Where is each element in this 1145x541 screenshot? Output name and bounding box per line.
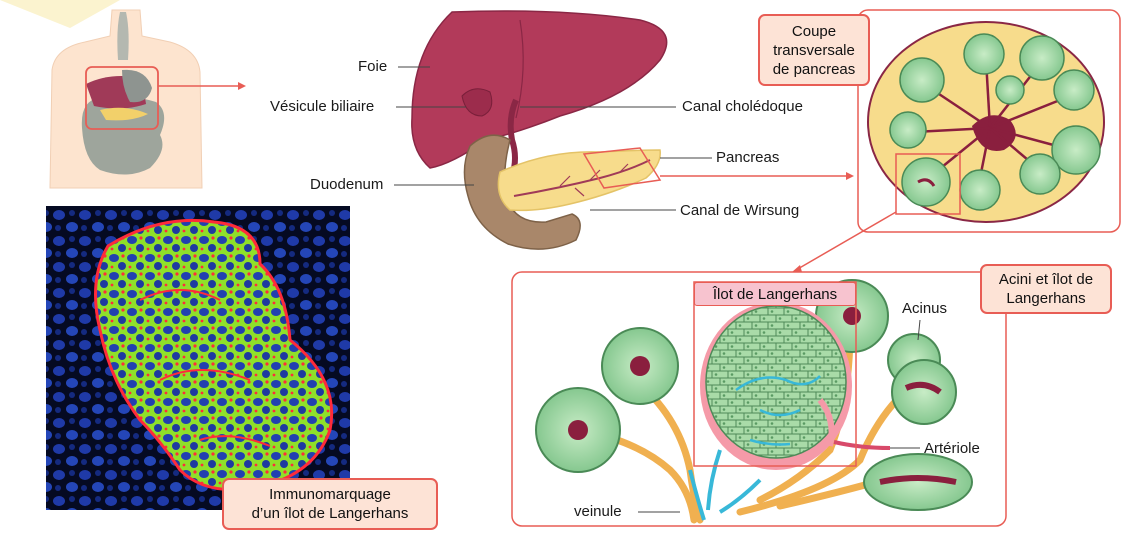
pancreas-zoom-frame xyxy=(582,147,662,189)
pancreas-shape xyxy=(497,149,661,212)
label-foie: Foie xyxy=(358,58,388,75)
acini-line-2: Langerhans xyxy=(1006,290,1086,307)
islet-arrow xyxy=(795,211,897,271)
coupe-line-3: de pancreas xyxy=(772,60,856,78)
islet-zoom-frame xyxy=(895,153,961,215)
organ-leader-lines xyxy=(394,66,712,211)
corner-decoration xyxy=(0,0,120,28)
immunostaining-image xyxy=(46,206,350,510)
label-veinule: veinule xyxy=(574,503,622,520)
label-canal-choledoque: Canal cholédoque xyxy=(682,98,803,115)
ilot-label-box: Îlot de Langerhans xyxy=(694,282,856,306)
coupe-box: Coupe transversale de pancreas xyxy=(758,14,870,86)
ilot-label: Îlot de Langerhans xyxy=(712,285,838,303)
label-arteriole: Artériole xyxy=(924,440,980,457)
label-canal-wirsung: Canal de Wirsung xyxy=(680,202,800,219)
coupe-line-2: transversale xyxy=(773,41,855,59)
label-pancreas: Pancreas xyxy=(716,149,780,166)
acini-line-1: Acini et îlot de xyxy=(998,271,1094,288)
duodenum-shape xyxy=(463,134,581,250)
zoom-frame xyxy=(85,66,159,130)
gallbladder xyxy=(461,88,493,117)
immuno-line-1: Immunomarquage xyxy=(269,486,391,503)
acini-illustration xyxy=(535,279,973,524)
detail-leader-lines xyxy=(638,319,921,513)
organ-illustration xyxy=(411,10,668,250)
label-vesicule: Vésicule biliaire xyxy=(270,98,375,115)
coupe-line-1: Coupe xyxy=(791,22,837,40)
label-duodenum: Duodenum xyxy=(310,176,384,193)
immuno-line-2: d’un îlot de Langerhans xyxy=(251,505,409,522)
acini-box: Acini et îlot de Langerhans xyxy=(980,264,1112,314)
pancreas-cross-section xyxy=(867,21,1105,223)
label-acinus: Acinus xyxy=(902,300,948,317)
wirsung-duct xyxy=(513,159,651,197)
liver xyxy=(411,10,668,169)
immuno-box: Immunomarquage d’un îlot de Langerhans xyxy=(222,478,438,530)
bile-duct xyxy=(507,98,519,177)
body-silhouette xyxy=(49,9,203,189)
